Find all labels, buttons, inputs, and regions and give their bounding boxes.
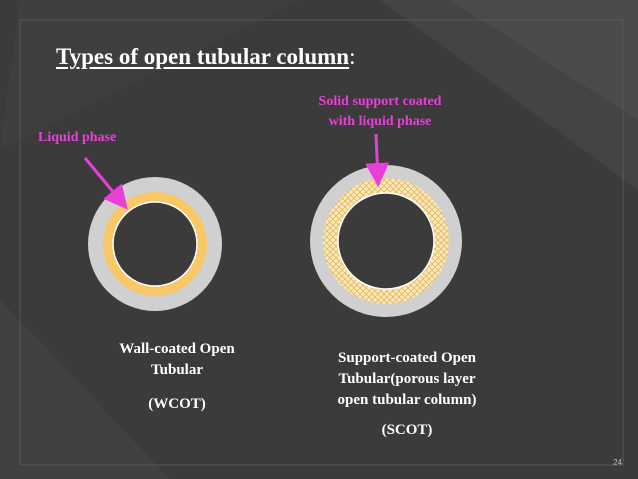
scot-caption-line: Tubular(porous layer xyxy=(338,371,476,387)
wcot-caption-line: Wall-coated Open xyxy=(119,341,235,357)
wcot-caption: Wall-coated Open Tubular xyxy=(97,339,257,381)
scot-caption-line: open tubular column) xyxy=(337,392,477,408)
solid-support-label: Solid support coated with liquid phase xyxy=(300,92,460,132)
wcot-open-bore xyxy=(112,201,198,287)
page-number: 24 xyxy=(613,458,622,467)
liquid-phase-arrow xyxy=(83,157,128,210)
solid-support-label-line: with liquid phase xyxy=(328,114,432,129)
slide-title-colon: : xyxy=(349,44,356,69)
scot-cross-section xyxy=(310,165,462,317)
background-facet xyxy=(450,0,638,120)
slide-frame xyxy=(19,19,624,466)
background-facet xyxy=(0,0,300,150)
wcot-caption-line: Tubular xyxy=(151,362,203,378)
scot-abbreviation: (SCOT) xyxy=(381,422,433,438)
slide-title-text: Types of open tubular column xyxy=(56,44,350,69)
wcot-abbreviation: (WCOT) xyxy=(148,396,206,412)
scot-caption-line: Support-coated Open xyxy=(338,350,476,366)
wcot-cross-section xyxy=(88,177,222,311)
liquid-phase-label: Liquid phase xyxy=(38,130,117,145)
scot-open-bore xyxy=(337,192,435,290)
solid-support-label-line: Solid support coated xyxy=(318,94,442,109)
background-facet xyxy=(0,300,170,479)
scot-caption: Support-coated Open Tubular(porous layer… xyxy=(312,348,502,411)
solid-support-arrow xyxy=(365,133,390,187)
slide-title: Types of open tubular column: xyxy=(56,44,355,70)
